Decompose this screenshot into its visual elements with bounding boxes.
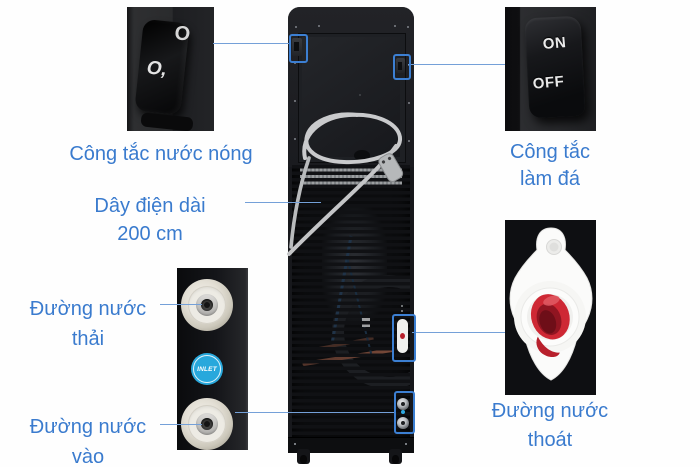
drain-cap-red bbox=[400, 333, 405, 339]
water-inlet-fitting bbox=[397, 417, 409, 429]
partial-glyph: O, bbox=[145, 57, 168, 81]
label-line: Dây điện dài bbox=[94, 195, 206, 217]
label-line: Đường nước bbox=[29, 298, 147, 320]
rear-access-panel-inner bbox=[302, 37, 400, 157]
screw bbox=[408, 140, 410, 142]
waste-water-fitting-large bbox=[181, 279, 233, 331]
fitting-hole bbox=[201, 299, 213, 311]
off-label: OFF bbox=[532, 73, 566, 93]
label-line: Công tắc bbox=[509, 141, 591, 163]
water-dispenser-rear bbox=[288, 7, 414, 453]
red-spout bbox=[530, 294, 570, 358]
fitting-collar bbox=[196, 413, 218, 435]
callout-line-drain bbox=[412, 332, 505, 333]
label-water-in: Đường nước vào bbox=[30, 412, 146, 467]
highlight-box-hot-switch bbox=[289, 34, 308, 63]
screw bbox=[294, 138, 296, 140]
screw bbox=[294, 62, 296, 64]
callout-line-inlet bbox=[160, 424, 202, 425]
rocker-switch: O O, bbox=[134, 18, 192, 116]
callout-line-hot-switch bbox=[213, 43, 290, 44]
callout-line-inlet-panel bbox=[235, 412, 394, 413]
closeup-hot-water-switch: O O, bbox=[127, 7, 214, 131]
label-line: thoát bbox=[527, 429, 573, 451]
label-line: 200 cm bbox=[117, 223, 183, 245]
fitting-hole bbox=[201, 418, 213, 430]
highlight-box-drain bbox=[392, 314, 416, 362]
inlet-badge-text: INLET bbox=[197, 365, 217, 373]
caster-wheel-right bbox=[389, 449, 402, 464]
screw bbox=[294, 443, 296, 445]
label-line: thải bbox=[71, 328, 105, 350]
rear-access-panel bbox=[298, 33, 406, 163]
screw bbox=[407, 26, 409, 28]
closeup-drain-spout bbox=[505, 220, 596, 395]
screw bbox=[295, 26, 297, 28]
label-waste-water: Đường nước thải bbox=[30, 294, 146, 354]
ice-making-switch bbox=[396, 58, 405, 73]
inlet-marker-dot bbox=[401, 410, 405, 414]
label-ice-switch: Công tắc làm đá bbox=[510, 139, 590, 193]
label-line: vào bbox=[71, 446, 105, 467]
fitting-hole bbox=[401, 402, 405, 406]
label-hot-switch: Công tắc nước nóng bbox=[69, 143, 253, 165]
rocker-shadow bbox=[140, 112, 194, 131]
label-line: làm đá bbox=[519, 168, 581, 190]
switch-rocker bbox=[294, 42, 299, 51]
partial-glyph: O bbox=[173, 22, 192, 46]
switch-rocker bbox=[398, 62, 402, 70]
label-line: Đường nước bbox=[491, 400, 609, 422]
drain-spout-graphic bbox=[509, 227, 593, 381]
closeup-ice-switch: ON OFF bbox=[505, 7, 596, 131]
drain-outlet bbox=[397, 319, 408, 353]
callout-line-waste bbox=[160, 304, 202, 305]
screw bbox=[294, 100, 296, 102]
panel-center-dot bbox=[359, 94, 361, 96]
fitting-core bbox=[204, 421, 210, 427]
label-power-cord: Dây điện dài 200 cm bbox=[94, 192, 205, 248]
highlight-box-ice-switch bbox=[393, 54, 411, 80]
power-plug bbox=[378, 153, 404, 182]
rivet-dot bbox=[401, 310, 403, 312]
wheel bbox=[392, 455, 399, 464]
callout-line-cord bbox=[245, 202, 321, 203]
label-water-drain: Đường nước thoát bbox=[492, 397, 608, 455]
inlet-badge-ring: INLET bbox=[193, 355, 221, 383]
rocker-switch: ON OFF bbox=[524, 15, 586, 119]
on-label: ON bbox=[542, 34, 567, 53]
hot-water-switch bbox=[292, 38, 302, 56]
screw bbox=[405, 443, 407, 445]
fitting-collar bbox=[196, 294, 218, 316]
panel-notch bbox=[354, 150, 370, 161]
label-line: Đường nước bbox=[29, 416, 147, 438]
screw bbox=[408, 102, 410, 104]
wheel bbox=[300, 455, 307, 464]
screw bbox=[318, 25, 320, 27]
waste-water-fitting bbox=[397, 398, 409, 410]
fitting-core bbox=[204, 302, 210, 308]
caster-wheel-left bbox=[297, 449, 310, 464]
grille-slats bbox=[292, 165, 410, 437]
screw bbox=[394, 25, 396, 27]
callout-line-ice-switch bbox=[408, 64, 505, 65]
fitting-ring bbox=[188, 286, 226, 324]
mount-hole-inner bbox=[549, 242, 559, 252]
base-band bbox=[288, 437, 414, 453]
closeup-inlet-panel: INLET bbox=[177, 268, 248, 450]
rivet-dot bbox=[401, 305, 403, 307]
rear-grille bbox=[292, 165, 410, 437]
highlight-box-fittings bbox=[394, 391, 415, 434]
fitting-hole bbox=[401, 421, 405, 425]
inlet-badge: INLET bbox=[191, 353, 223, 385]
